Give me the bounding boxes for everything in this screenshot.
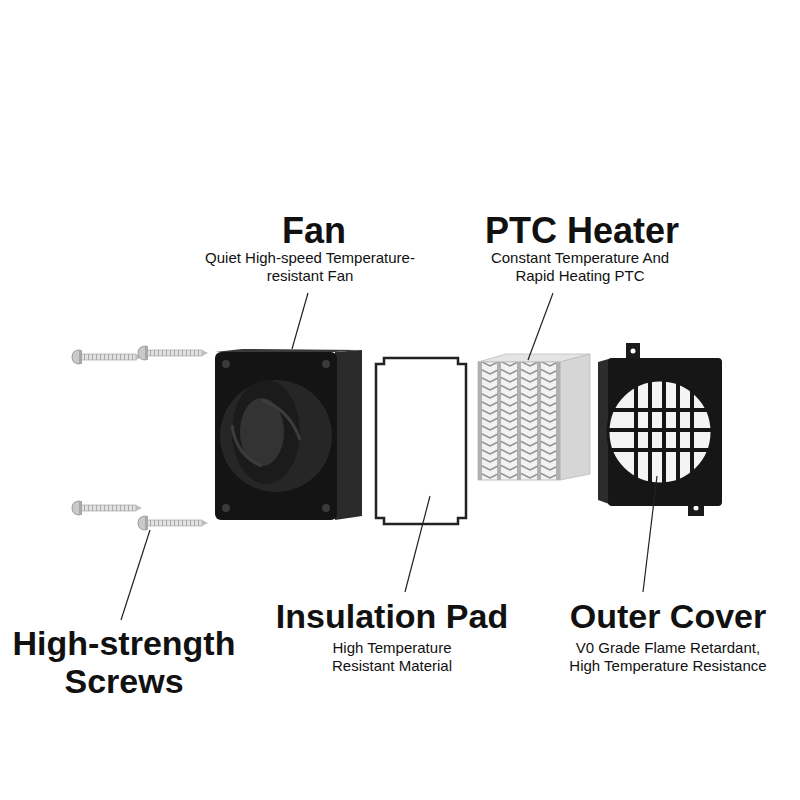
part-description: Constant Temperature And Rapid Heating P… [480, 249, 680, 285]
outer-cover [598, 343, 722, 516]
part-title: Outer Cover [543, 597, 793, 635]
screw [72, 350, 142, 364]
screw [72, 501, 142, 515]
leader-line [121, 530, 150, 620]
insulation-pad [376, 358, 466, 524]
screw [138, 346, 208, 360]
leader-line [292, 293, 308, 349]
part-title: High-strength Screws [4, 624, 244, 700]
fan [215, 349, 362, 520]
leader-line [528, 293, 553, 360]
part-description: V0 Grade Flame Retardant, High Temperatu… [566, 639, 771, 675]
ptc-heater [478, 354, 590, 480]
part-title: Fan [214, 211, 414, 251]
leader-line [405, 496, 430, 592]
part-description: High Temperature Resistant Material [312, 639, 472, 675]
part-title: PTC Heater [442, 211, 722, 251]
screw [138, 516, 208, 530]
leader-line [643, 476, 657, 592]
part-description: Quiet High-speed Temperature-resistant F… [195, 249, 425, 285]
part-title: Insulation Pad [247, 597, 537, 635]
